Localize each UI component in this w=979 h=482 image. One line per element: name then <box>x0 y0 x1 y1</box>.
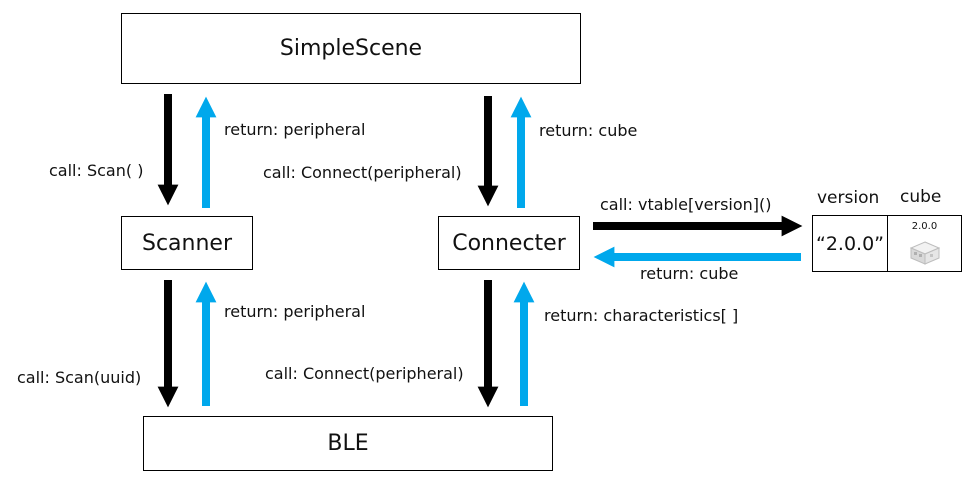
vtable-version-value: “2.0.0” <box>815 232 885 255</box>
label-ble-to-scanner-return: return: peripheral <box>224 302 366 321</box>
ble-label: BLE <box>327 431 369 456</box>
cube-icon <box>910 241 940 265</box>
vtable-header-cube: cube <box>900 187 942 207</box>
vtable-header-version: version <box>817 188 880 208</box>
simplescene-box: SimpleScene <box>121 13 581 84</box>
label-scanner-to-scene-return: return: peripheral <box>224 120 366 139</box>
connecter-box: Connecter <box>438 216 580 270</box>
label-vtable-to-connecter-return: return: cube <box>640 264 739 283</box>
label-connecter-to-scene-return: return: cube <box>539 121 638 140</box>
simplescene-label: SimpleScene <box>279 36 423 61</box>
label-connecter-to-ble-call: call: Connect(peripheral) <box>265 364 464 383</box>
scanner-label: Scanner <box>141 230 232 256</box>
ble-box: BLE <box>143 416 553 471</box>
scanner-box: Scanner <box>121 216 253 270</box>
label-scene-to-scanner-call: call: Scan( ) <box>49 161 144 180</box>
label-scene-to-connecter-call: call: Connect(peripheral) <box>263 163 462 182</box>
cube-version-text: 2.0.0 <box>911 221 938 232</box>
vtable-cube-cell: 2.0.0 <box>887 215 962 272</box>
vtable-version-cell: “2.0.0” <box>812 215 888 272</box>
label-connecter-to-vtable-call: call: vtable[version]() <box>600 195 772 214</box>
connecter-label: Connecter <box>452 230 566 256</box>
label-scanner-to-ble-call: call: Scan(uuid) <box>17 368 142 387</box>
label-ble-to-connecter-return: return: characteristics[ ] <box>544 306 739 325</box>
